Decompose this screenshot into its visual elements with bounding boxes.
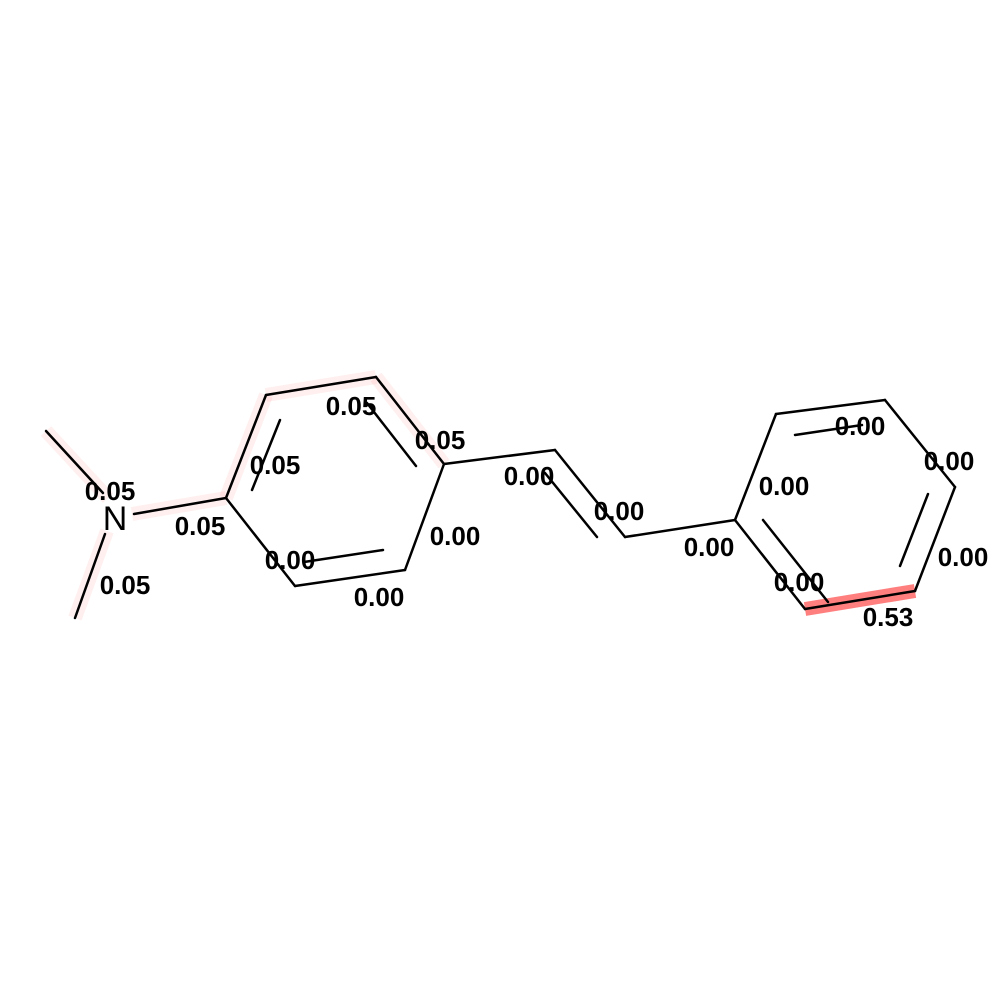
bond-n-methyl-bottom (73, 532, 107, 620)
label-ring1-lower-left: 0.00 (265, 545, 316, 575)
bond-vinyl-right (623, 518, 737, 539)
bond-ring1-bottom (293, 568, 407, 588)
bond-ring2-lower-left (733, 518, 807, 611)
label-ring2-bottom: 0.53 (863, 602, 914, 632)
label-n-methyl-bottom: 0.05 (100, 570, 151, 600)
label-ring2-top: 0.00 (835, 411, 886, 441)
label-ring2-upper-right: 0.00 (924, 446, 975, 476)
bond-ring1-upper-right (374, 375, 446, 466)
label-n-to-ring: 0.05 (175, 511, 226, 541)
label-ring1-top: 0.05 (326, 391, 377, 421)
bond-ring1-upper-left (224, 393, 268, 500)
label-ring2-lower-right: 0.00 (938, 542, 989, 572)
bond-n-to-ring (132, 496, 228, 516)
label-vinyl-double: 0.00 (594, 496, 645, 526)
bond-ring1-upper-right-inner (365, 401, 418, 468)
label-vinyl-right: 0.00 (684, 532, 735, 562)
bond-ring2-lower-left-inner (761, 518, 830, 604)
bonds (44, 375, 957, 620)
bond-ring2-bottom (803, 589, 917, 611)
bond-ring2-lower-right (913, 485, 957, 593)
label-vinyl-left: 0.00 (504, 461, 555, 491)
label-ring1-bottom: 0.00 (354, 582, 405, 612)
label-ring1-upper-left: 0.05 (250, 450, 301, 480)
bond-ring1-upper-left-inner (250, 418, 282, 492)
bond-vinyl-double (553, 448, 627, 539)
bond-ring1-top (264, 375, 378, 397)
label-ring2-upper-left: 0.00 (759, 471, 810, 501)
label-ring1-lower-right: 0.00 (430, 521, 481, 551)
bond-ring2-upper-right (883, 398, 957, 489)
bond-vinyl-double-inner (543, 471, 599, 539)
label-ring1-upper-right: 0.05 (415, 425, 466, 455)
bond-n-methyl-top (44, 429, 105, 495)
bond-vinyl-left (442, 448, 557, 466)
bond-weight-labels: 0.05 0.05 0.05 0.05 0.05 0.05 0.00 0.00 … (85, 391, 989, 632)
bond-ring1-lower-right (403, 462, 446, 572)
bond-ring2-top (774, 398, 887, 416)
label-ring2-lower-left: 0.00 (774, 567, 825, 597)
bond-ring1-bottom-inner (302, 548, 385, 564)
label-n-methyl-top: 0.05 (85, 476, 136, 506)
bond-ring2-top-inner (793, 423, 864, 437)
bond-ring1-lower-left (224, 496, 297, 588)
bond-ring2-lower-right-inner (898, 492, 930, 568)
atom-nitrogen: N (103, 500, 128, 538)
bond-ring2-upper-left (733, 412, 778, 522)
